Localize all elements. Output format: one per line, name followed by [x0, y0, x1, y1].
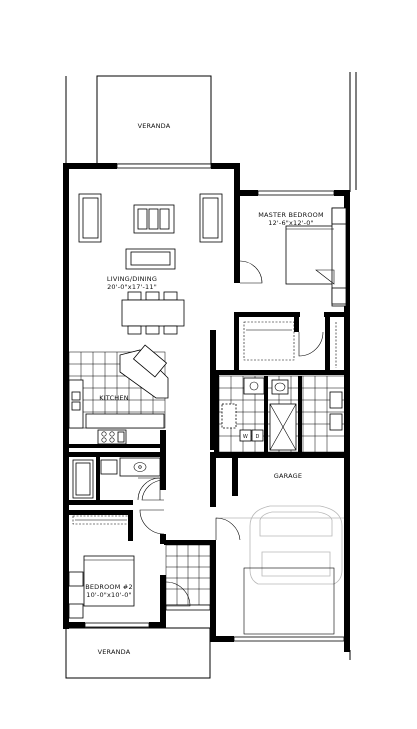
master-bedroom-area: MASTER BEDROOM 12'-6"x12'-0" [234, 193, 347, 317]
kitchen-label: KITCHEN [99, 394, 129, 402]
living-dining-area: LIVING/DINING 20'-0"x17'-11" [78, 193, 223, 335]
veranda-bottom-area: VERANDA [65, 627, 211, 679]
living-dining-label: LIVING/DINING [107, 275, 157, 283]
bedroom-2-label: BEDROOM #2 [85, 583, 133, 591]
garage-label: GARAGE [274, 472, 302, 480]
master-bedroom-label: MASTER BEDROOM [258, 211, 324, 219]
veranda-top-area: VERANDA [65, 72, 357, 192]
garage-area: GARAGE [209, 452, 351, 660]
exterior-walls [63, 163, 350, 629]
washer-label: W [243, 434, 248, 440]
bedroom-2-area: BEDROOM #2 10'-0"x10'-0" [68, 510, 135, 619]
master-closets [214, 316, 350, 375]
bedroom-2-dims: 10'-0"x10'-0" [86, 591, 132, 599]
veranda-bottom-label: VERANDA [98, 648, 131, 656]
car-outline [216, 505, 344, 585]
veranda-top-label: VERANDA [138, 122, 171, 130]
kitchen-area: KITCHEN [68, 344, 169, 448]
master-bedroom-dims: 12'-6"x12'-0" [268, 219, 314, 227]
master-bath-area: W D [214, 370, 346, 456]
living-dining-dims: 20'-0"x17'-11" [107, 283, 157, 291]
bath-left [69, 452, 164, 505]
dryer-label: D [255, 434, 259, 440]
entry-hall [139, 330, 216, 611]
